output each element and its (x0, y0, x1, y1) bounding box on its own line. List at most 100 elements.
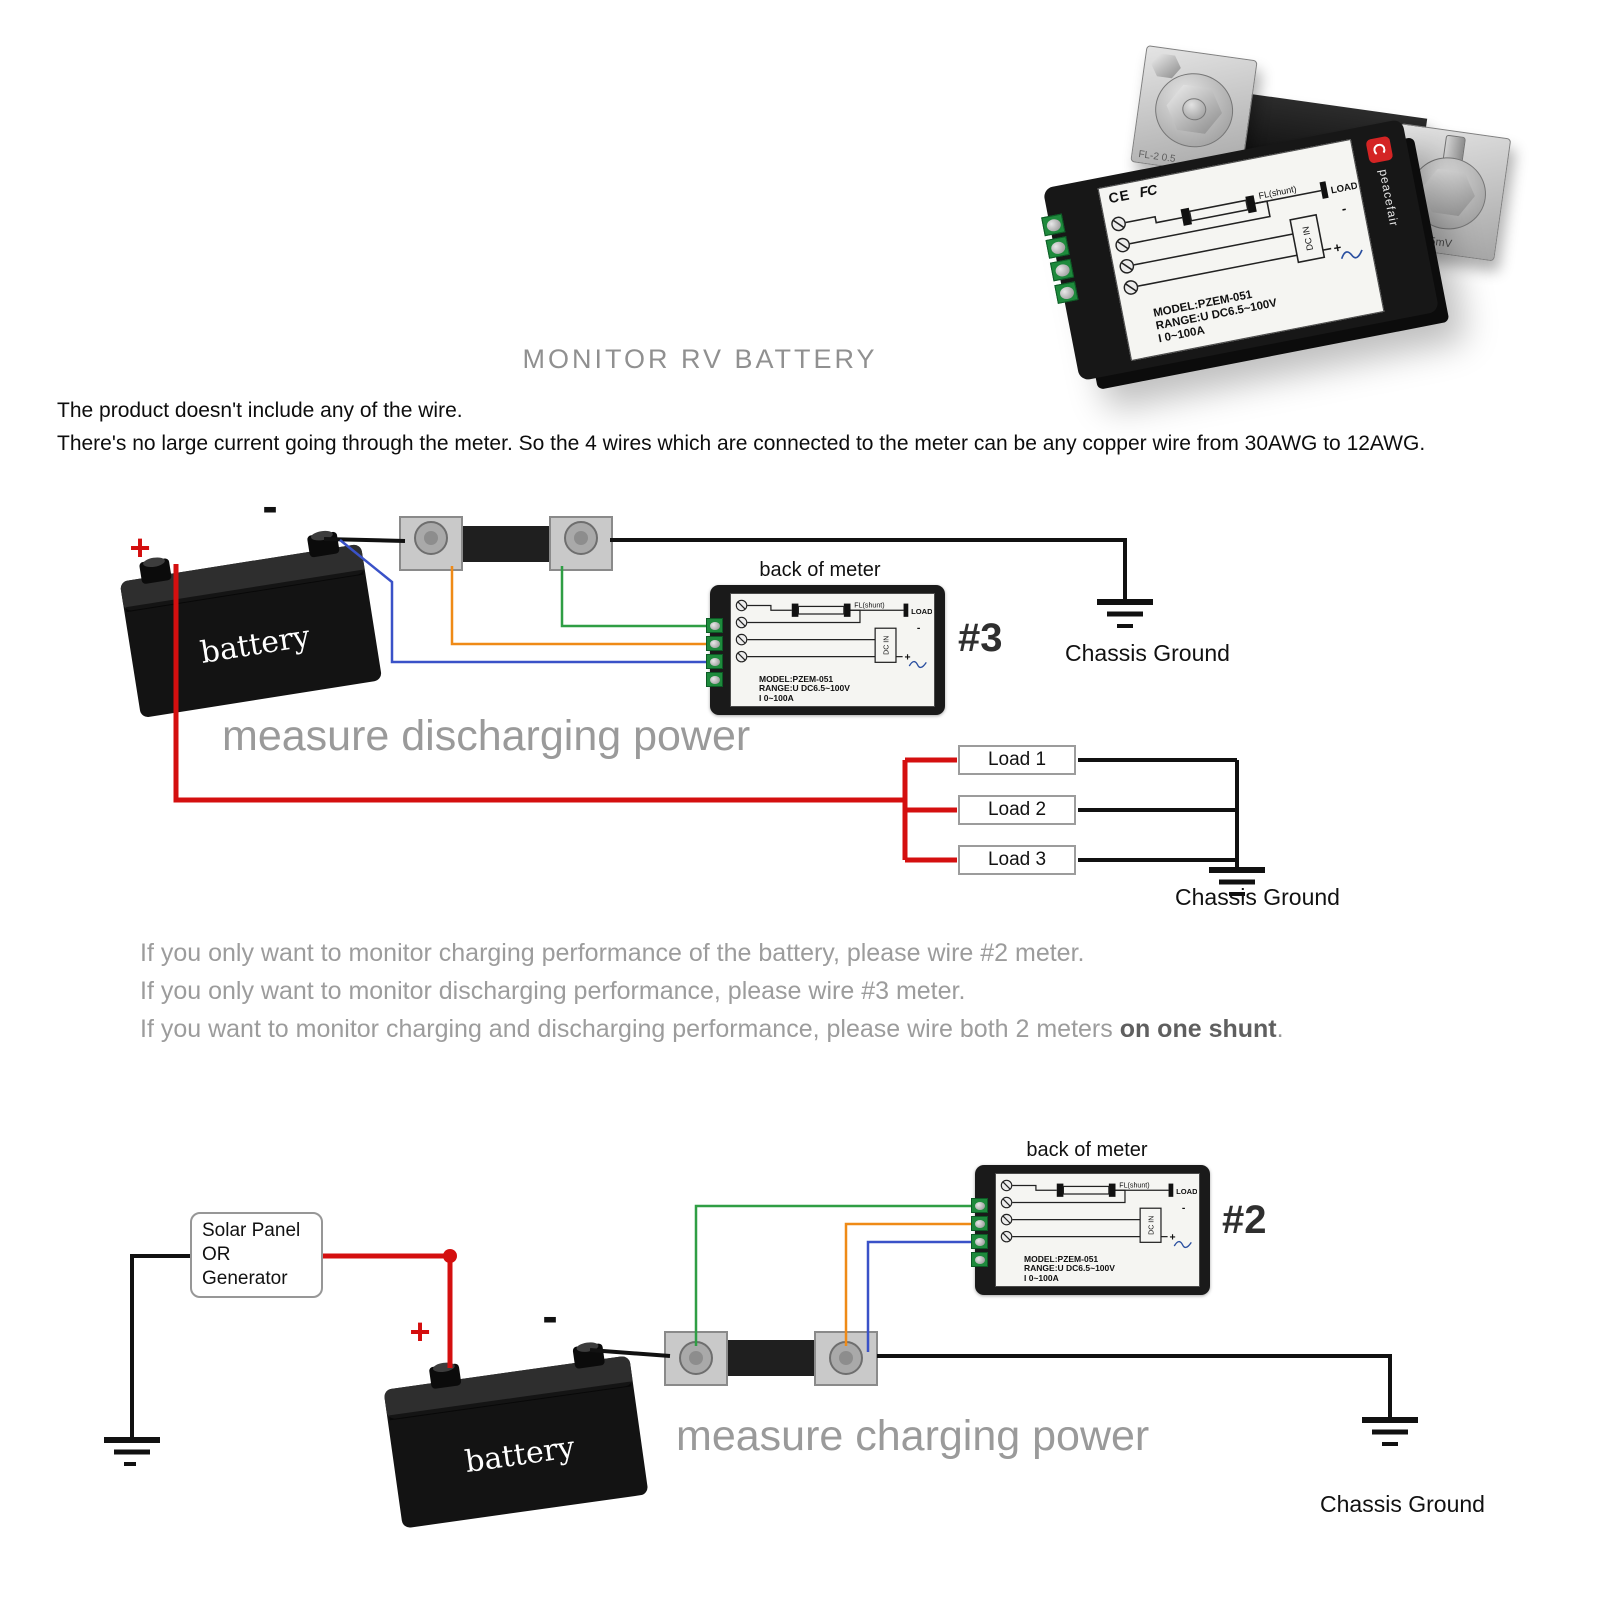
meter-label: CE FC (1097, 139, 1385, 361)
wire-sense-green-1 (560, 566, 717, 628)
power-source-box: Solar Panel OR Generator (190, 1212, 323, 1298)
load-3-box: Load 3 (958, 845, 1076, 875)
battery-2: battery (384, 1342, 648, 1528)
terminal-screw (1049, 258, 1075, 282)
battery-1-plus: + (129, 527, 150, 568)
terminal-screw (706, 636, 723, 651)
battery-1-minus: - (262, 480, 277, 532)
terminal-screw (706, 672, 723, 687)
chassis-ground-label-bottom: Chassis Ground (1175, 884, 1340, 910)
wire-battery2-neg-to-shunt (589, 1348, 671, 1358)
meter-terminal-block (971, 1198, 988, 1270)
terminal-screw (971, 1234, 988, 1249)
ground-symbol-1 (1097, 599, 1153, 628)
wire-sense-orange-2 (844, 1222, 982, 1346)
wire-loads-to-chassis-ground (1078, 758, 1239, 868)
source-line-1: Solar Panel (202, 1220, 301, 1241)
brand-script-logo (1340, 249, 1363, 260)
plus-sign: + (905, 652, 911, 663)
note-line-3-prefix: If you want to monitor charging and disc… (140, 1015, 1120, 1043)
meter-circuit-diagram: FL(shunt) LOAD - DC IN + (1111, 180, 1363, 295)
intro-line-2: There's no large current going through t… (57, 432, 1426, 455)
terminal-screw (971, 1252, 988, 1267)
ground-symbol-3 (104, 1437, 160, 1466)
meter-current: I 0~100A (759, 692, 794, 703)
brand-script-logo (1173, 1240, 1192, 1249)
photo-meter: CE FC (1041, 118, 1440, 382)
brand-name: peacefair (1376, 168, 1402, 229)
load-2-label: Load 2 (987, 799, 1047, 820)
meter-terminal-block (1041, 213, 1079, 308)
note-line-2: If you only want to monitor discharging … (140, 977, 966, 1005)
intro-line-1: The product doesn't include any of the w… (57, 399, 463, 422)
certification-marks: CE FC (1107, 181, 1157, 206)
meter-range: RANGE:U DC6.5~100V (759, 683, 850, 693)
chassis-ground-label-right: Chassis Ground (1320, 1491, 1485, 1517)
label-terminal-icons (1000, 1179, 1013, 1243)
meter-circuit-diagram: FL(shunt) LOAD - DC IN + (735, 599, 932, 669)
battery-2-plus: + (409, 1311, 430, 1352)
note-line-1: If you only want to monitor charging per… (140, 939, 1085, 967)
wire-sense-blue-2 (866, 1240, 982, 1352)
shunt-marking-left: FL-2 0.5 (1137, 148, 1177, 166)
source-line-2: OR (202, 1244, 231, 1265)
meter-current: I 0~100A (1024, 1272, 1059, 1283)
plus-sign: + (1170, 1232, 1176, 1243)
load-text: LOAD (1176, 1187, 1197, 1196)
wire-shunt2-to-chassis-ground (877, 1354, 1392, 1418)
chassis-ground-label-top: Chassis Ground (1065, 640, 1230, 666)
label-terminal-icons (735, 599, 748, 663)
minus-sign: - (1340, 201, 1347, 217)
meter-back-3: FL(shunt) LOAD - DC IN + MODEL:PZEM-051 … (706, 585, 945, 715)
note-line-3-bold: on one shunt (1119, 1015, 1277, 1043)
battery-2-minus: - (542, 1290, 557, 1342)
back-of-meter-label-1: back of meter (759, 559, 881, 581)
terminal-screw (971, 1216, 988, 1231)
meter-terminal-block (706, 618, 723, 690)
meter-range: RANGE:U DC6.5~100V (1024, 1263, 1115, 1273)
load-1-label: Load 1 (987, 749, 1047, 770)
plus-sign: + (1332, 240, 1343, 256)
meter-model-text: MODEL:PZEM-051 RANGE:U DC6.5~100V I 0~10… (759, 674, 850, 704)
note-line-3: If you want to monitor charging and disc… (140, 1010, 1284, 1048)
ground-symbol-4 (1362, 1417, 1418, 1446)
terminal-screw (1041, 213, 1066, 237)
meter-model: MODEL:PZEM-051 (1024, 1253, 1099, 1264)
meter-number-3: #3 (958, 616, 1003, 660)
source-line-3: Generator (202, 1268, 288, 1289)
wire-source-to-chassis-ground (130, 1254, 192, 1438)
wire-battery1-pos-to-loads (173, 564, 957, 863)
load-3-label: Load 3 (987, 849, 1047, 870)
fcc-mark: FC (1138, 181, 1158, 201)
meter-label: FL(shunt) LOAD - DC IN + MODEL:PZEM-051 … (730, 593, 935, 707)
load-1-box: Load 1 (958, 745, 1076, 775)
shunt-1 (399, 516, 613, 571)
caption-discharging: measure discharging power (222, 712, 751, 760)
terminal-screw (706, 654, 723, 669)
load-2-box: Load 2 (958, 795, 1076, 825)
terminal-screw (706, 618, 723, 633)
meter-number-2: #2 (1222, 1198, 1267, 1242)
fl-shunt-text: FL(shunt) (1119, 1181, 1149, 1189)
dc-in-text: DC IN (882, 636, 890, 655)
dc-in-text: DC IN (1147, 1216, 1155, 1235)
caption-charging: measure charging power (676, 1412, 1150, 1460)
meter-label: FL(shunt) LOAD - DC IN + MODEL:PZEM-051 … (995, 1173, 1200, 1287)
battery-1: battery (120, 530, 382, 718)
notes-block: If you only want to monitor charging per… (140, 934, 1284, 1048)
meter-model-text: MODEL:PZEM-051 RANGE:U DC6.5~100V I 0~10… (1024, 1253, 1115, 1284)
terminal-screw (971, 1198, 988, 1213)
page-title: MONITOR RV BATTERY (522, 344, 878, 374)
ground-symbol-2 (1209, 867, 1265, 896)
meter-back-2: FL(shunt) LOAD - DC IN + MODEL:PZEM-051 … (971, 1165, 1210, 1295)
load-text: LOAD (1330, 180, 1359, 196)
minus-sign: - (917, 623, 921, 634)
load-text: LOAD (911, 607, 932, 616)
brand-script-logo (908, 660, 927, 669)
terminal-screw (1054, 281, 1079, 304)
back-of-meter-label-2: back of meter (1026, 1139, 1148, 1161)
dc-in-text: DC IN (1301, 225, 1315, 251)
